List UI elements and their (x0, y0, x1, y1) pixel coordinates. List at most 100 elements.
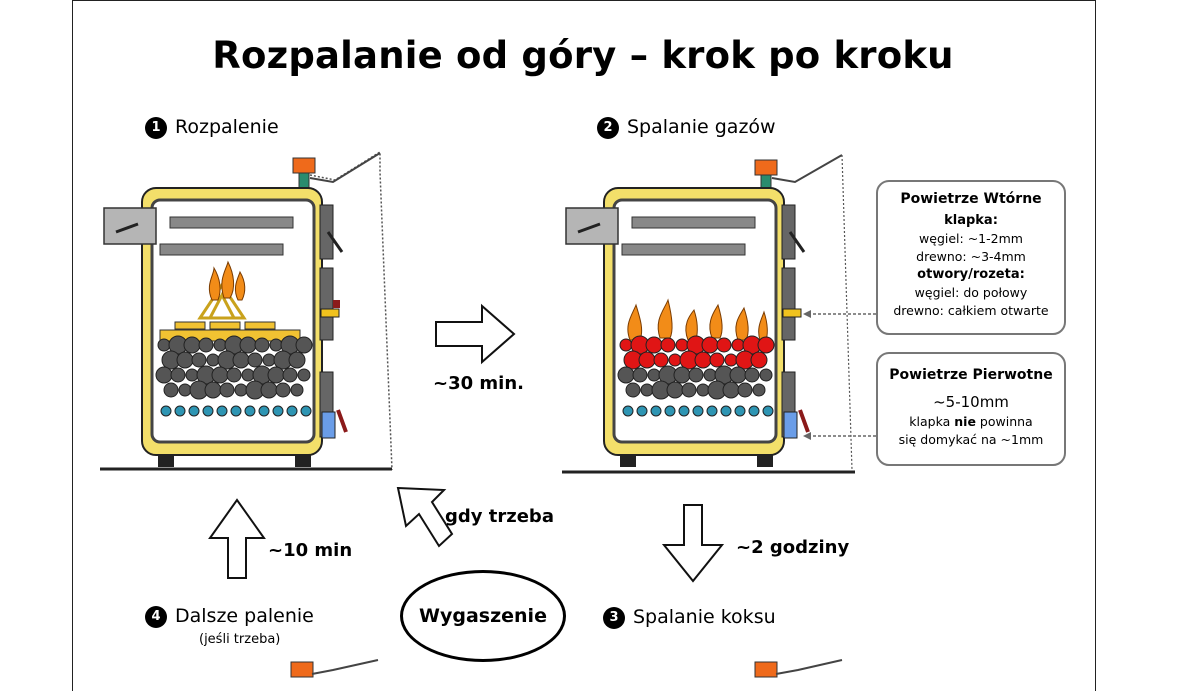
boiler-step-2 (562, 154, 876, 474)
boiler-step-1 (100, 150, 393, 471)
grate-bar (174, 405, 186, 417)
boiler-1-foot (295, 455, 311, 467)
boiler-1-coal-bed (155, 335, 313, 400)
boiler-1-door-upper (319, 204, 334, 260)
step-1-number: 1 (145, 117, 167, 139)
coal-lump (198, 337, 214, 353)
grate-bar (244, 405, 256, 417)
primary-air-title: Powietrze Pierwotne (889, 367, 1053, 383)
coal-lump (170, 367, 186, 383)
coal-lump (219, 382, 235, 398)
step-2-number: 2 (597, 117, 619, 139)
arrow-diagonal (396, 486, 454, 548)
ember (660, 337, 676, 353)
step-1-label: Rozpalenie (175, 116, 279, 138)
grate-bar (706, 405, 718, 417)
coal-lump (290, 383, 304, 397)
coal-lump (288, 351, 306, 369)
arrow-right-label: ~30 min. (433, 373, 524, 394)
secondary-air-box: Powietrze Wtórne klapka: węgiel: ~1-2mm … (876, 180, 1066, 335)
boiler-1-flames (208, 260, 246, 301)
boiler-1-primary-flap (321, 411, 336, 439)
step-2-label: Spalanie gazów (627, 116, 776, 138)
arrow-diagonal-label: gdy trzeba (445, 506, 554, 527)
grate-bar (216, 405, 228, 417)
boiler-1-group (100, 150, 393, 471)
grate-bar (748, 405, 760, 417)
coal-lump (226, 367, 242, 383)
grate-bar (230, 405, 242, 417)
grate-bar (202, 405, 214, 417)
secondary-air-holes-wood: drewno: całkiem otwarte (893, 303, 1049, 319)
grate-bar (300, 405, 312, 417)
arrow-down-label: ~2 godziny (736, 537, 850, 558)
boiler-2-secondary-slot (782, 308, 802, 318)
grate-bar (678, 405, 690, 417)
step-3-number: 3 (603, 607, 625, 629)
step-4-label: Dalsze palenie (175, 605, 314, 627)
step-2-heading: 2 Spalanie gazów (597, 116, 776, 139)
coal-lump (737, 382, 753, 398)
grate-bar (734, 405, 746, 417)
grate-bar (622, 405, 634, 417)
step-3-label: Spalanie koksu (633, 606, 776, 628)
coal-lump (254, 337, 270, 353)
ember (653, 352, 669, 368)
grate-bar (188, 405, 200, 417)
boiler-1-secondary-slot (320, 308, 340, 318)
primary-air-note-line2: się domykać na ~1mm (898, 431, 1044, 447)
secondary-air-flap-coal: węgiel: ~1-2mm (919, 231, 1023, 247)
coal-lump (275, 382, 291, 398)
arrow-up (208, 498, 266, 579)
ember (709, 352, 725, 368)
boiler-1-draft-wire (309, 150, 393, 471)
boiler-1-baffle (159, 243, 284, 256)
boiler-1-baffle (169, 216, 294, 229)
coal-lump (752, 383, 766, 397)
coal-lump (625, 382, 641, 398)
arrow-up-label: ~10 min (268, 540, 353, 561)
ember (757, 336, 775, 354)
primary-air-note: klapka nie powinna (909, 414, 1033, 430)
boiler-2-ash-grate (622, 405, 774, 417)
boiler-1-handle (336, 409, 348, 433)
coal-lump (247, 352, 263, 368)
grate-bar (636, 405, 648, 417)
secondary-air-flap-wood: drewno: ~3-4mm (916, 249, 1026, 265)
grate-bar (664, 405, 676, 417)
arrow-right (435, 303, 516, 365)
primary-air-value: ~5-10mm (933, 392, 1009, 411)
secondary-air-holes-heading: otwory/rozeta: (917, 266, 1025, 282)
coal-lump (163, 382, 179, 398)
boiler-1-foot (158, 455, 174, 467)
boiler-1-kindling (159, 282, 301, 342)
step-4-heading: 4 Dalsze palenie (145, 605, 314, 628)
primary-air-box: Powietrze Pierwotne ~5-10mm klapka nie p… (876, 352, 1066, 466)
coal-lump (681, 382, 697, 398)
end-state-ellipse: Wygaszenie (400, 570, 566, 662)
boiler-2-primary-flap (783, 411, 798, 439)
step-4-sublabel: (jeśli trzeba) (199, 632, 281, 647)
coal-lump (759, 368, 773, 382)
boiler-1-ash-grate (160, 405, 312, 417)
boiler-2-flames (627, 298, 768, 341)
coal-lump (191, 352, 207, 368)
grate-bar (272, 405, 284, 417)
step-4-number: 4 (145, 606, 167, 628)
coal-lump (744, 367, 760, 383)
step-3-heading: 3 Spalanie koksu (603, 606, 776, 629)
arrow-down (661, 504, 725, 583)
grate-bar (762, 405, 774, 417)
grate-bar (286, 405, 298, 417)
boiler-step-3-partial (754, 659, 843, 678)
secondary-air-flap-heading: klapka: (944, 212, 998, 228)
secondary-air-holes-coal: węgiel: do połowy (914, 285, 1028, 301)
grate-bar (720, 405, 732, 417)
ember (716, 337, 732, 353)
grate-bar (258, 405, 270, 417)
boiler-2-coal-bed (617, 335, 775, 400)
page-title: Rozpalanie od góry – krok po kroku (212, 34, 954, 77)
coal-lump (688, 367, 704, 383)
grate-bar (650, 405, 662, 417)
secondary-air-title: Powietrze Wtórne (900, 191, 1042, 207)
